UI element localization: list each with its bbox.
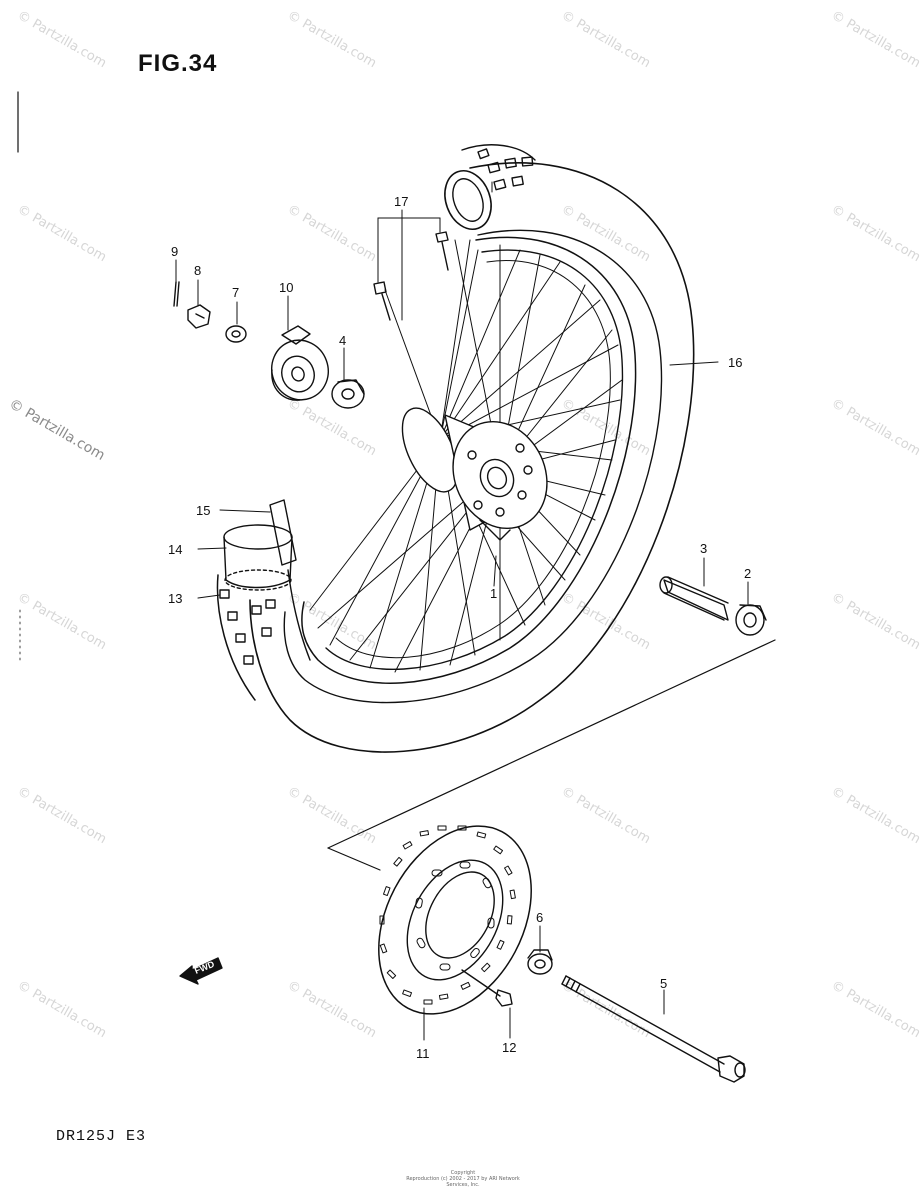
tube-and-rim-band: [223, 499, 297, 591]
rim: [301, 236, 637, 684]
axle-collar: [527, 949, 553, 975]
callout-16: 16: [728, 355, 742, 370]
callout-17: 17: [394, 194, 408, 209]
bearing-right: [735, 604, 767, 636]
callout-13: 13: [168, 591, 182, 606]
callout-6: 6: [536, 910, 543, 925]
front-axle: [561, 975, 746, 1083]
callout-14: 14: [168, 542, 182, 557]
leader-lines: [175, 181, 749, 1041]
copyright-notice: Copyright Reproduction (c) 2002 - 2017 b…: [398, 1170, 528, 1188]
fwd-arrow: [179, 957, 223, 985]
callout-2: 2: [744, 566, 751, 581]
callout-9: 9: [171, 244, 178, 259]
disc-bolt: [461, 969, 513, 1007]
spoke-nipples: [373, 231, 449, 321]
front-tire: [216, 144, 695, 753]
callout-1: 1: [490, 586, 497, 601]
front-hub: [401, 407, 548, 541]
callout-7: 7: [232, 285, 239, 300]
callout-5: 5: [660, 976, 667, 991]
figure-title: FIG.34: [138, 50, 218, 77]
callout-15: 15: [196, 503, 210, 518]
callout-4: 4: [339, 333, 346, 348]
callout-12: 12: [502, 1040, 516, 1055]
copyright-line-1: Copyright: [450, 1170, 476, 1176]
cotter-pin: [173, 281, 180, 307]
speedometer-gearbox: [271, 325, 329, 401]
bearing-left: [331, 379, 365, 409]
callout-3: 3: [700, 541, 707, 556]
model-code: DR125J E3: [56, 1128, 147, 1145]
brake-disc: [378, 825, 532, 1015]
callout-11: 11: [416, 1046, 430, 1061]
axle-nut: [187, 304, 211, 329]
washer: [225, 325, 247, 343]
axle-spacer: [659, 576, 729, 621]
callout-8: 8: [194, 263, 201, 278]
callout-10: 10: [279, 280, 293, 295]
copyright-line-2: Reproduction (c) 2002 - 2017 by ARI Netw…: [406, 1176, 520, 1188]
